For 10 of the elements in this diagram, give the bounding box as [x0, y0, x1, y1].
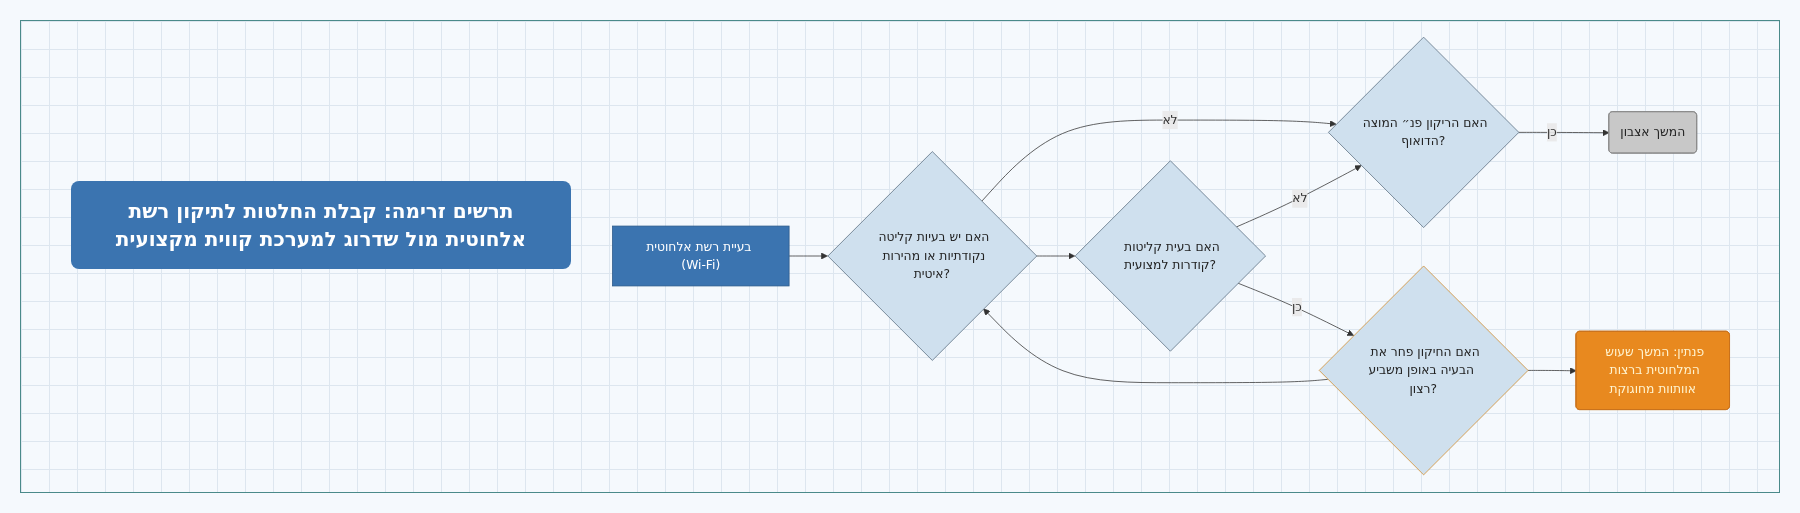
- node-diamond: האם החיקון פחר את הבעיה באופן משביע רצון?: [1318, 265, 1529, 476]
- edge-label: כן: [1291, 299, 1302, 315]
- node-diamond: האם בעית קליטות קודרות למצועית?: [1074, 160, 1266, 352]
- node-diamond: האם הריקון פנ״ המוצה הדואוף?: [1328, 36, 1520, 228]
- edge-label: לא: [1292, 190, 1308, 206]
- node-diamond: האם יש בעיות קליטה נקודתיות או מהירות איטית?: [827, 151, 1038, 361]
- node-box: בעיית רשת אלחוטית (Wi-Fi): [612, 225, 790, 287]
- title-banner: תרשים זרימה: קבלת החלטות לתיקון רשת אלחוטית מול שדרוג למערכת קווית מקצועית: [71, 181, 571, 269]
- edge-label: כן: [1546, 124, 1557, 140]
- edge-label: לא: [1162, 112, 1178, 127]
